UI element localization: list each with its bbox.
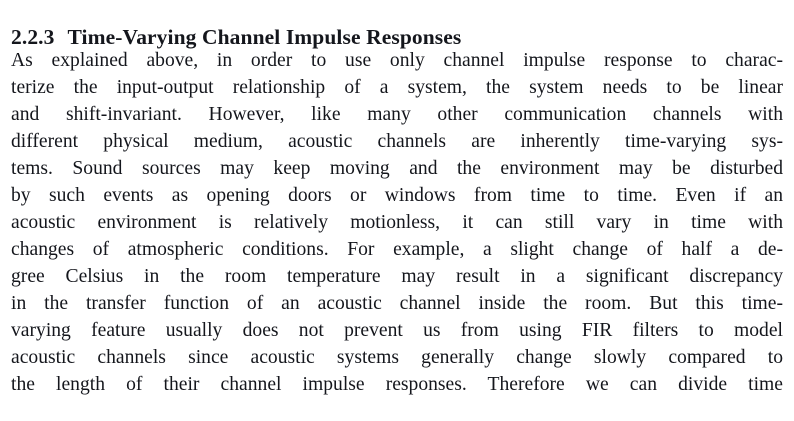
text-line: gree Celsius in the room temperature may… bbox=[11, 266, 783, 287]
text-line: by such events as opening doors or windo… bbox=[11, 185, 783, 206]
text-line: in the transfer function of an acoustic … bbox=[11, 293, 783, 314]
body-paragraph: As explained above, in order to use only… bbox=[11, 47, 783, 398]
section-title: Time-Varying Channel Impulse Responses bbox=[67, 24, 462, 49]
text-line: the length of their channel impulse resp… bbox=[11, 374, 783, 395]
text-line: acoustic channels since acoustic systems… bbox=[11, 347, 783, 368]
text-line: acoustic environment is relatively motio… bbox=[11, 212, 783, 233]
section-heading: 2.2.3 Time-Varying Channel Impulse Respon… bbox=[11, 23, 771, 51]
text-line: varying feature usually does not prevent… bbox=[11, 320, 783, 341]
text-line: terize the input-output relationship of … bbox=[11, 77, 783, 98]
text-line: changes of atmospheric conditions. For e… bbox=[11, 239, 783, 260]
text-line: tems. Sound sources may keep moving and … bbox=[11, 158, 783, 179]
section-number: 2.2.3 bbox=[11, 24, 55, 49]
text-line: and shift-invariant. However, like many … bbox=[11, 104, 783, 125]
text-line: different physical medium, acoustic chan… bbox=[11, 131, 783, 152]
text-line: As explained above, in order to use only… bbox=[11, 50, 783, 71]
